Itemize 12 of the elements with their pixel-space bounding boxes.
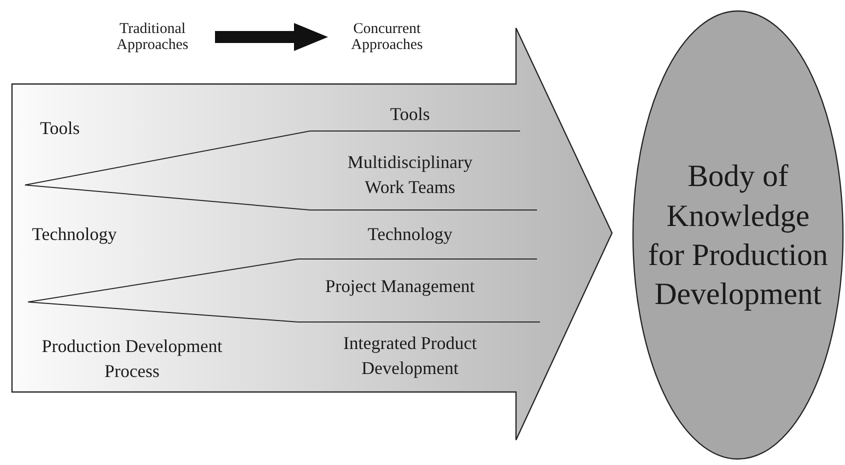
arrow	[215, 23, 328, 51]
factor-label: Multidisciplinary Work Teams	[346, 151, 474, 200]
factor-label: Production Development Process	[40, 335, 224, 384]
factor-label: Tools	[40, 117, 81, 140]
approach-label: Traditional Approaches	[116, 20, 190, 54]
factor-label: Integrated Product Development	[342, 332, 478, 380]
factor-label: Tools	[389, 103, 431, 126]
approach-label: Concurrent Approaches	[350, 20, 424, 54]
factor-label: Technology	[32, 223, 118, 246]
factor-label: Technology	[366, 223, 454, 246]
ellipse-text: Body of Knowledge for Production Development	[648, 157, 828, 314]
factor-label: Project Management	[324, 275, 476, 298]
